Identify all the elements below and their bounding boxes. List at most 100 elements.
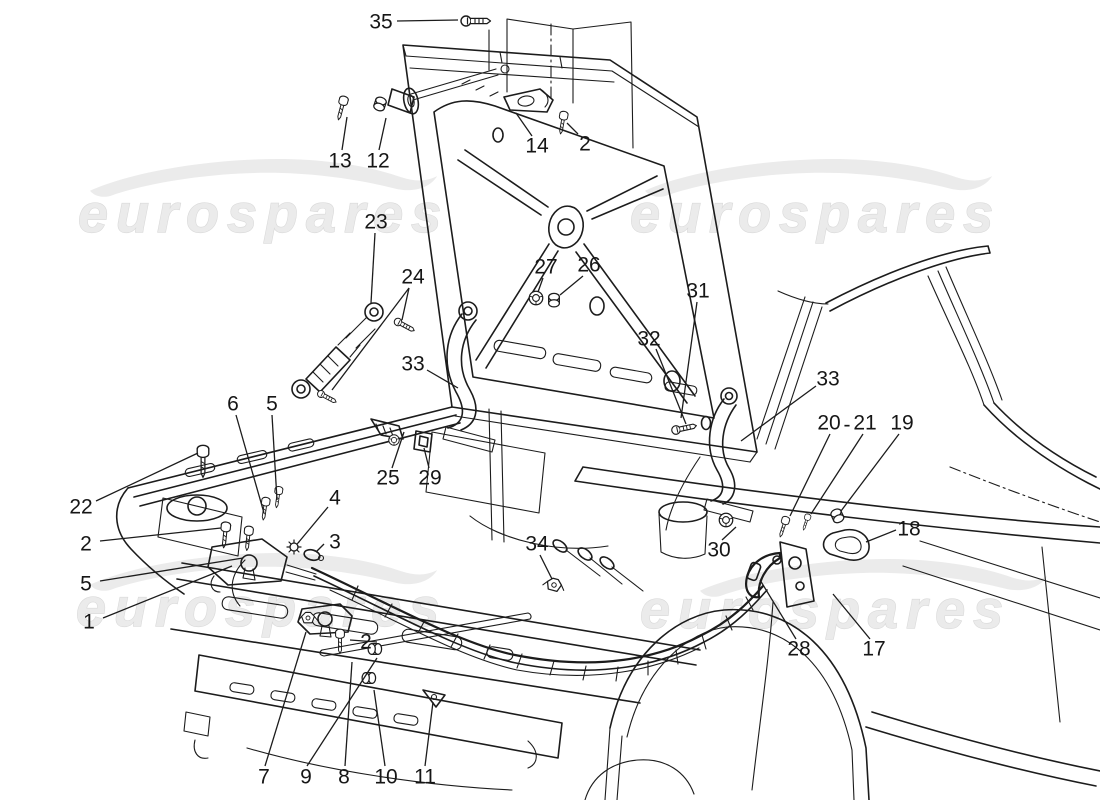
leader-line-26 (559, 275, 584, 296)
cable-end-icon (303, 548, 321, 562)
watermark-text: eurospares (78, 184, 449, 244)
leader-line-2 (99, 527, 222, 542)
washer-icon (700, 415, 712, 431)
leader-line-34 (539, 554, 553, 580)
screw-icon (334, 628, 346, 655)
leader-line-33 (740, 385, 817, 442)
bolt-icon (670, 420, 698, 436)
leader-line-23 (370, 232, 376, 304)
callout-label-24: 24 (401, 266, 425, 289)
callout-label-12: 12 (366, 150, 389, 173)
screw-icon (775, 514, 791, 539)
callout-label-10: 10 (374, 766, 397, 789)
watermark-text: eurospares (640, 580, 1011, 640)
car-body-shell (574, 245, 1100, 800)
callout-label-2: 2 (80, 533, 92, 556)
callout-label-5: 5 (80, 573, 92, 596)
callout-label-33: 33 (401, 353, 424, 376)
gas-strut (291, 302, 384, 399)
callout-label-2: 2 (579, 133, 591, 156)
bolt-icon (315, 388, 339, 406)
clip-icon (422, 689, 446, 708)
callout-label-23: 23 (364, 211, 387, 234)
callout-label-dash: - (844, 414, 851, 437)
callout-label-29: 29 (418, 467, 441, 490)
leader-line-32 (655, 348, 687, 425)
bolt-icon (392, 316, 417, 335)
callout-label-4: 4 (329, 487, 341, 510)
leader-line-22 (95, 452, 199, 502)
callout-label-33: 33 (816, 368, 839, 391)
grommet-icon (372, 95, 388, 113)
callout-label-3: 3 (329, 531, 341, 554)
leader-line-1 (102, 565, 233, 619)
nut-icon (528, 290, 544, 306)
callout-label-2: 2 (360, 631, 372, 654)
leader-line-30 (721, 526, 737, 541)
callout-label-21: 21 (853, 412, 876, 435)
pin-icon (800, 512, 812, 532)
cable-clip-icon (541, 575, 567, 594)
leader-line-33 (426, 369, 459, 389)
callout-label-22: 22 (69, 496, 92, 519)
leader-line-10 (373, 689, 386, 767)
watermark-swoosh (90, 553, 438, 591)
nut-icon (388, 434, 400, 446)
callout-label-28: 28 (787, 638, 810, 661)
callout-label-25: 25 (376, 467, 399, 490)
leader-line-5 (99, 557, 244, 582)
leader-line-12 (378, 117, 387, 151)
leader-line-14 (515, 112, 533, 137)
callout-label-13: 13 (328, 150, 351, 173)
engine-bay (115, 406, 708, 791)
watermark-text: eurospares (630, 184, 1001, 244)
watermark-swoosh (645, 159, 993, 197)
car-line-art (115, 15, 1100, 800)
watermark-layer: eurospares eurospares eurospares eurospares (75, 159, 1048, 641)
callout-label-14: 14 (525, 135, 549, 158)
leader-line-8 (344, 661, 353, 767)
clip-icon (413, 430, 433, 453)
leader-line-31 (680, 301, 698, 419)
callout-label-27: 27 (534, 256, 557, 279)
leader-line-17 (832, 593, 871, 640)
callout-label-20: 20 (817, 412, 840, 435)
callout-label-1: 1 (83, 611, 95, 634)
leader-line-20 (789, 433, 831, 517)
callout-label-8: 8 (338, 766, 350, 789)
release-cables (310, 539, 774, 791)
grommet-icon (547, 292, 561, 308)
leader-line-24 (331, 287, 410, 391)
leader-line-18 (865, 529, 897, 543)
leader-line-21 (810, 433, 864, 515)
leader-line-6 (235, 414, 265, 514)
screw-icon (241, 525, 255, 552)
callout-label-9: 9 (300, 766, 312, 789)
callout-label-11: 11 (414, 766, 436, 789)
leader-line-29 (423, 447, 430, 469)
watermark-text: eurospares (76, 578, 447, 638)
callout-label-32: 32 (637, 328, 660, 351)
watermark-swoosh (700, 559, 1048, 597)
leader-line-5 (271, 414, 278, 501)
callout-label-7: 7 (258, 766, 270, 789)
leader-line-13 (341, 116, 348, 151)
leader-line-35 (396, 19, 459, 22)
callout-label-17: 17 (862, 638, 885, 661)
leader-line-4 (297, 506, 329, 544)
callout-label-19: 19 (890, 412, 913, 435)
part-icons (196, 15, 846, 708)
callout-label-18: 18 (897, 518, 920, 541)
release-lever-bracket (745, 528, 870, 608)
nut-icon (718, 512, 734, 528)
leader-line-3 (315, 543, 325, 553)
leader-line-19 (840, 433, 900, 512)
screw-icon (271, 485, 284, 509)
leader-line-24 (401, 287, 410, 321)
latch-striker-icon (503, 88, 554, 113)
bonnet-panel (402, 18, 758, 463)
callout-label-31: 31 (686, 280, 709, 303)
